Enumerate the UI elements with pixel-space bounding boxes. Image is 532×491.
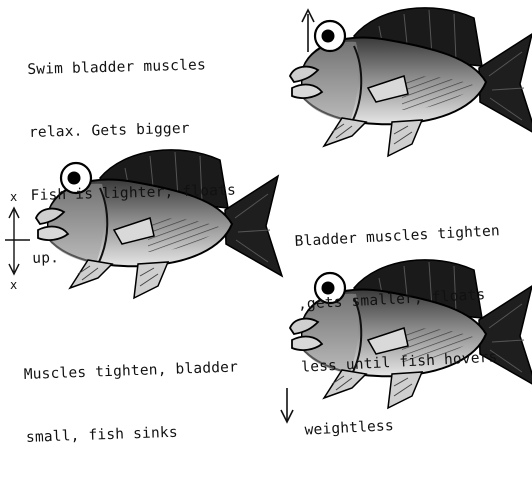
hover-marker (5, 208, 30, 274)
arrow-down-icon (281, 388, 293, 422)
caption-line: small, fish sinks (26, 420, 241, 448)
caption-line: Fish is lighter, floats (30, 181, 236, 207)
fish-buoyancy-diagram: Swim bladder muscles relax. Gets bigger … (0, 0, 532, 430)
caption-line: ,gets smaller, floats (297, 284, 503, 316)
arrow-up-icon (302, 10, 314, 52)
caption-line: Muscles tighten, bladder (23, 357, 238, 385)
caption-line: up. (32, 244, 238, 270)
caption-line: Bladder muscles tighten (294, 221, 500, 253)
caption-rise: Swim bladder muscles relax. Gets bigger … (26, 13, 239, 312)
caption-line: weightless (304, 410, 510, 442)
caption-sink: Muscles tighten, bladder small, fish sin… (22, 316, 242, 491)
caption-line: less until fish hovers (301, 347, 507, 379)
caption-line: Swim bladder muscles (27, 55, 233, 81)
caption-line: relax. Gets bigger (29, 118, 235, 144)
fish-icon (290, 8, 532, 156)
caption-hover: Bladder muscles tighten ,gets smaller, f… (292, 179, 512, 483)
marker-bottom-label: x (10, 278, 17, 292)
marker-top-label: x (10, 190, 17, 204)
